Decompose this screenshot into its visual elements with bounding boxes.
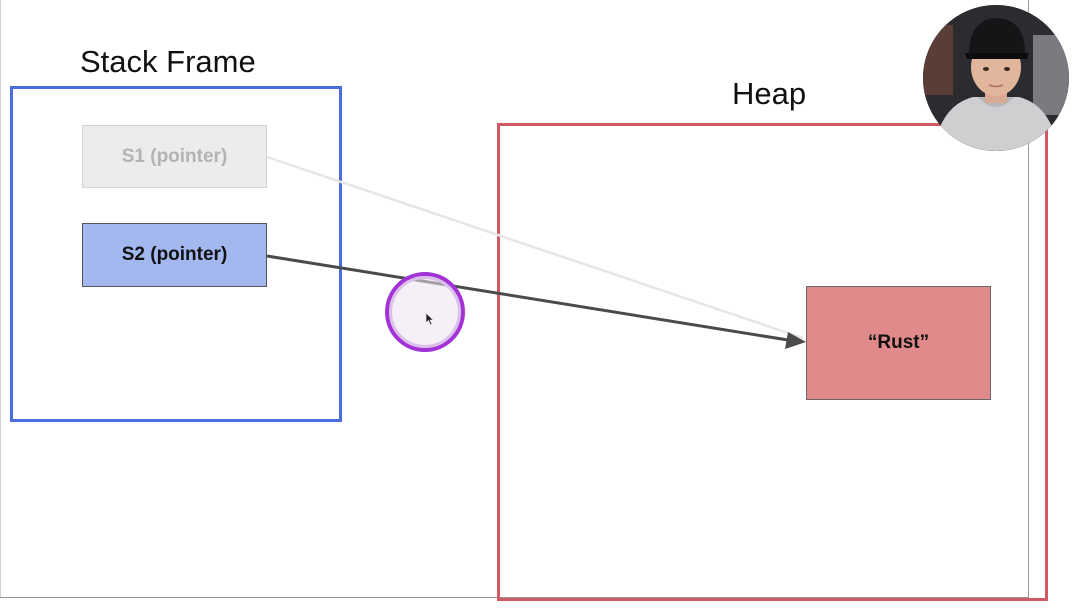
heap-string-value-box: “Rust” [806,286,991,400]
slide-right-edge [1028,0,1029,598]
s2-pointer-arrowhead [785,332,806,349]
cursor-highlight-ring [385,272,465,352]
s1-pointer-arrow [266,155,804,340]
slide-left-edge [0,0,1,598]
heap-string-value-label: “Rust” [867,332,930,353]
s1-pointer-label: S1 (pointer) [121,145,228,167]
presenter-avatar-icon [923,5,1069,151]
presenter-webcam [923,5,1069,151]
stack-frame-title: Stack Frame [80,44,256,79]
slide-bottom-edge [0,597,1029,598]
s2-pointer-box: S2 (pointer) [82,223,267,287]
stack-frame-container [10,86,342,422]
s2-pointer-arrow [266,254,789,342]
mouse-cursor-icon [425,312,435,326]
heap-title: Heap [732,76,807,111]
s1-pointer-box: S1 (pointer) [82,125,267,188]
s2-pointer-label: S2 (pointer) [121,244,228,265]
heap-container [497,123,1048,601]
